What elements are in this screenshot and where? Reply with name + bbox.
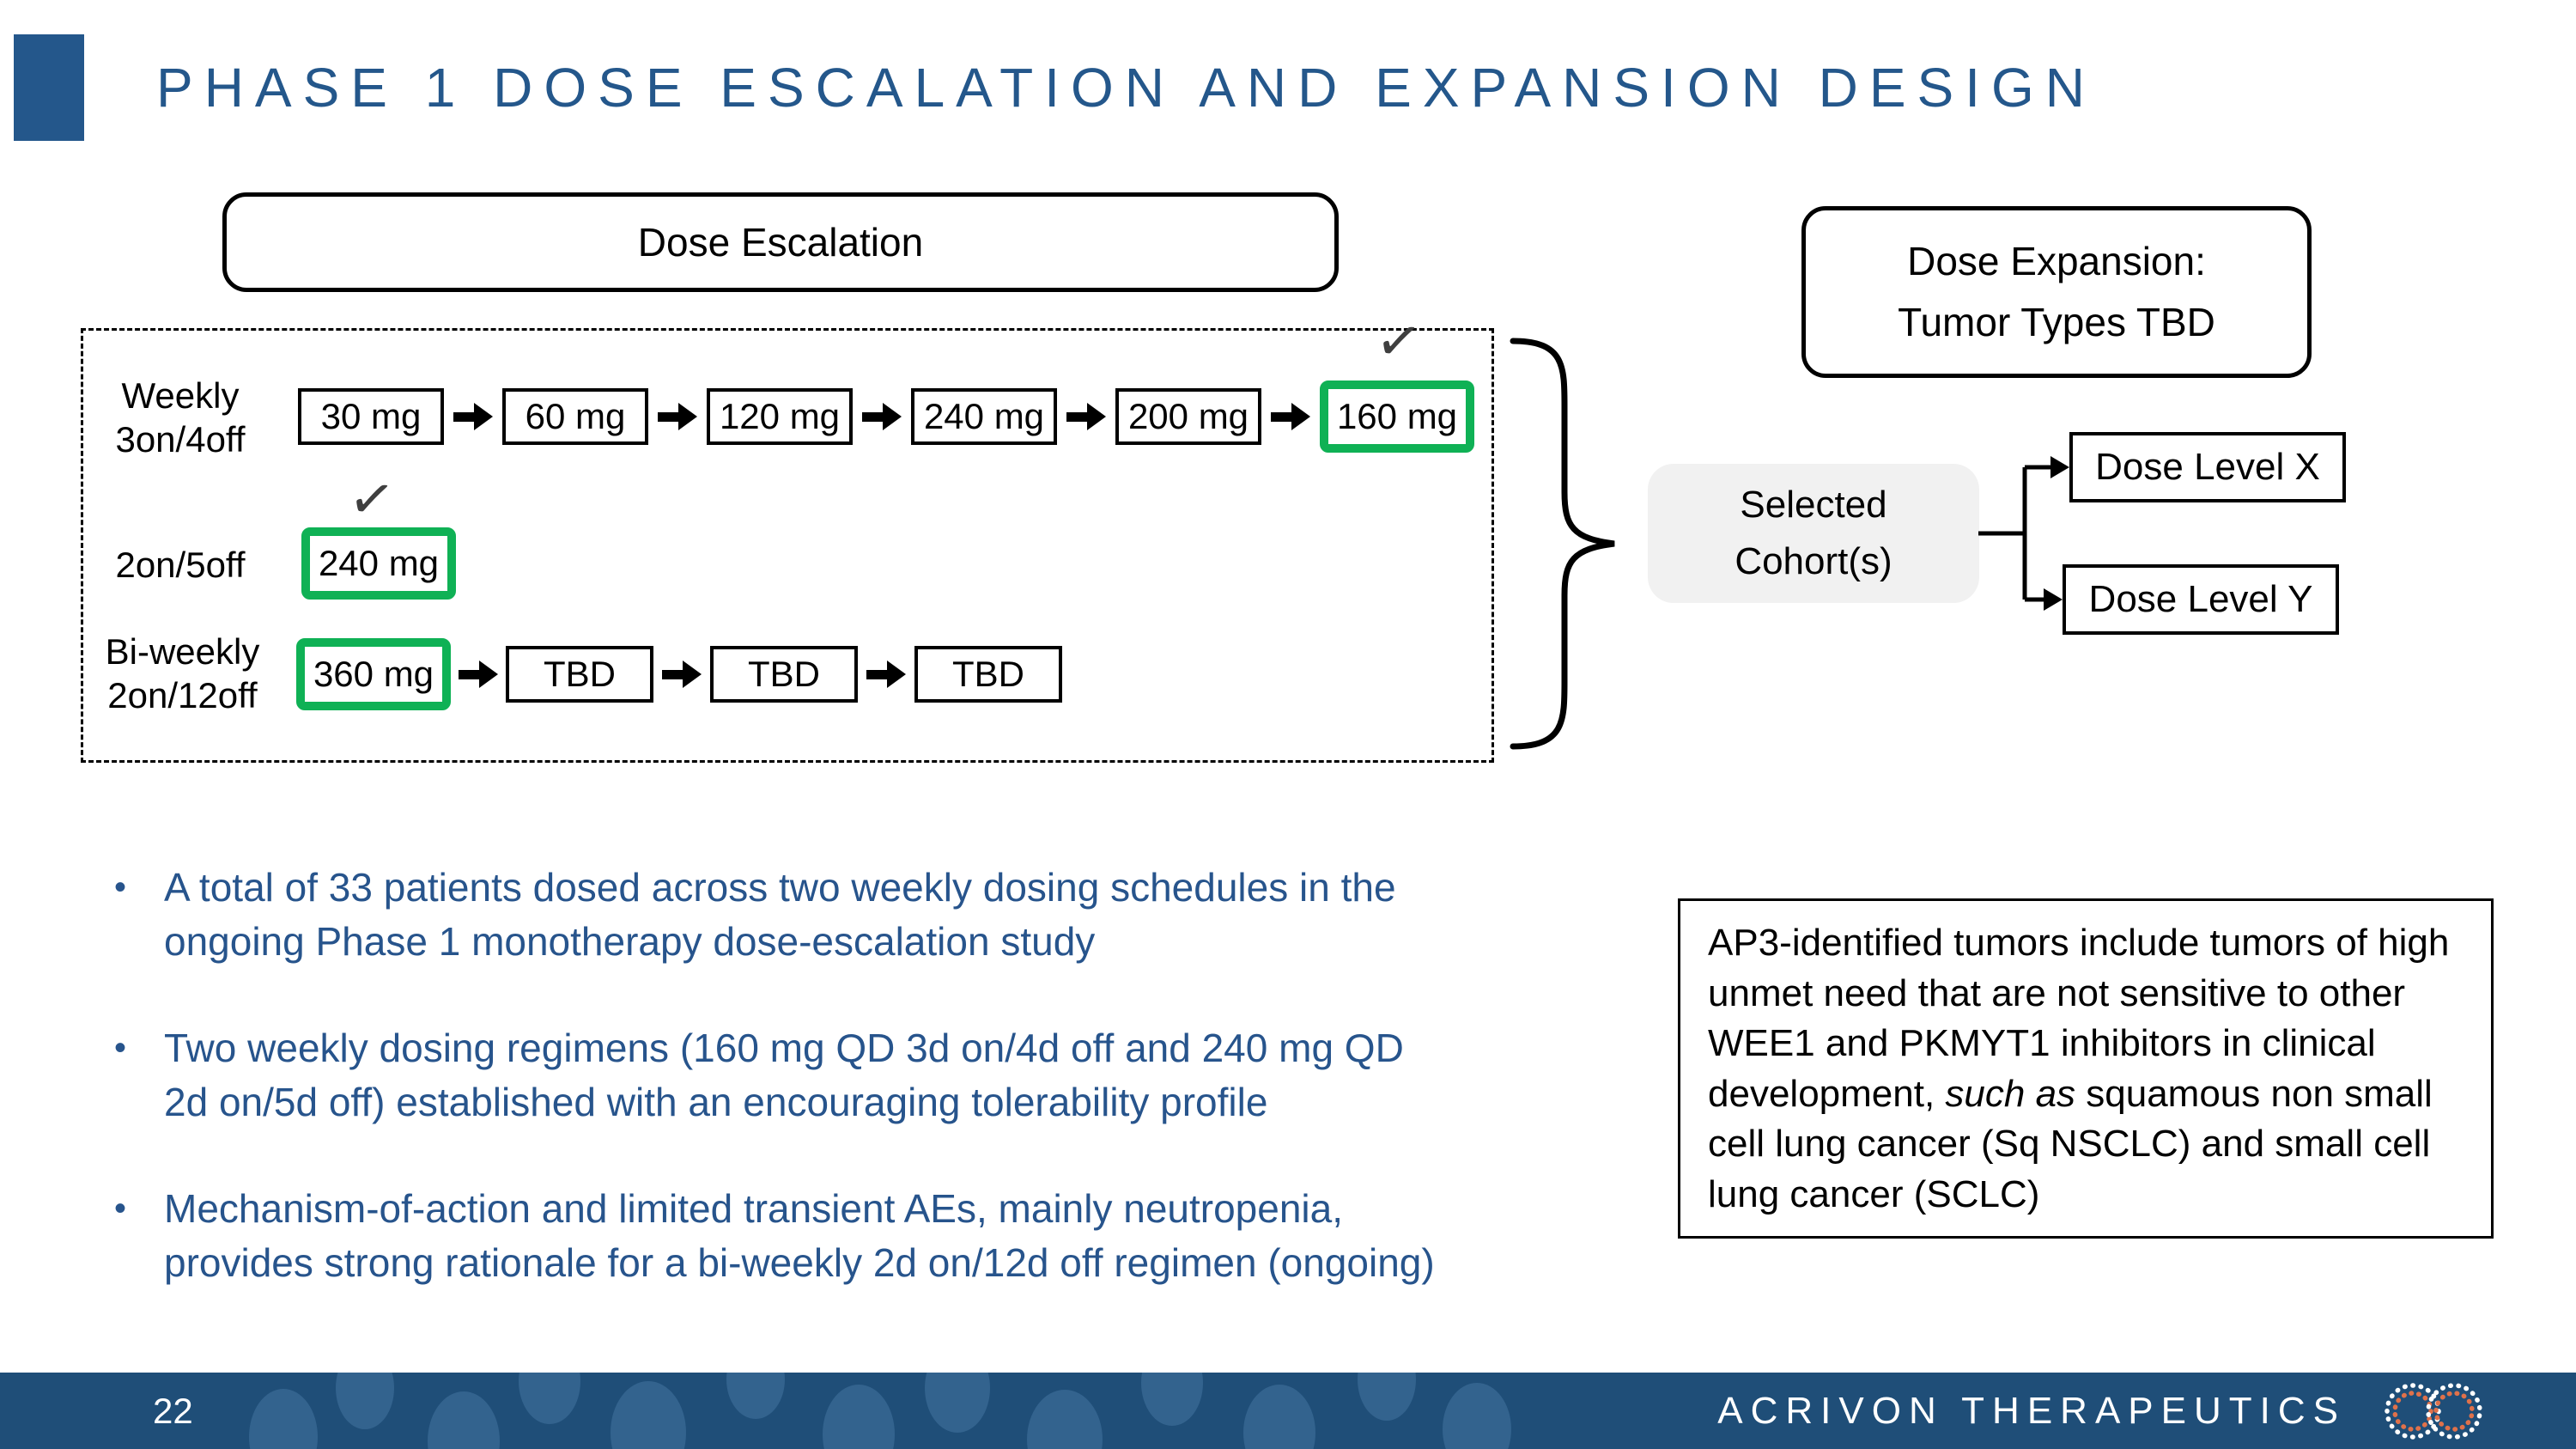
arrow-right-icon	[451, 661, 506, 688]
dose-box-360mg-selected: 360 mg	[296, 638, 451, 710]
escalation-row-2on5off: 240 mg	[301, 527, 456, 600]
row-label-2on5off: 2on/5off	[115, 545, 246, 585]
dose-box-60mg: 60 mg	[502, 388, 648, 445]
page-title: PHASE 1 DOSE ESCALATION AND EXPANSION DE…	[156, 57, 2096, 119]
dose-box-120mg: 120 mg	[707, 388, 853, 445]
acrivon-logo-icon	[2385, 1382, 2482, 1440]
ap3-note-box: AP3-identified tumors include tumors of …	[1678, 898, 2494, 1239]
dose-level-y-box: Dose Level Y	[2063, 564, 2339, 635]
page-number: 22	[153, 1390, 193, 1431]
escalation-row-biweekly: 360 mg TBD TBD TBD	[296, 638, 1062, 710]
arrow-right-icon	[444, 403, 502, 430]
footer-decor-ovals	[249, 1373, 1511, 1449]
dose-box-240mg-selected: 240 mg	[301, 527, 456, 600]
brace-icon	[1510, 338, 1615, 750]
title-accent-square	[14, 34, 84, 141]
bullet-marker-icon: •	[114, 1029, 127, 1068]
dose-escalation-header: Dose Escalation	[222, 192, 1339, 292]
arrow-right-icon	[853, 403, 911, 430]
ap3-text: AP3-identified tumors include tumors of …	[1708, 922, 2450, 1115]
dose-level-x-box: Dose Level X	[2069, 432, 2346, 502]
arrow-right-icon	[858, 661, 914, 688]
check-icon: ✓	[344, 465, 399, 535]
bullet-text: Mechanism-of-action and limited transien…	[164, 1186, 1435, 1285]
bullet-item: • Mechanism-of-action and limited transi…	[114, 1182, 1522, 1289]
dose-box-30mg: 30 mg	[298, 388, 444, 445]
arrow-right-icon	[653, 661, 710, 688]
brand-lockup: ACRIVON THERAPEUTICS	[1717, 1373, 2497, 1449]
bullet-list: • A total of 33 patients dosed across tw…	[114, 861, 1522, 1342]
bullet-marker-icon: •	[114, 868, 127, 906]
ap3-text-italic: such as	[1945, 1072, 2076, 1115]
dose-box-240mg: 240 mg	[911, 388, 1057, 445]
connector-arrows-icon	[1978, 456, 2069, 611]
brand-name: ACRIVON THERAPEUTICS	[1717, 1389, 2346, 1432]
dose-box-tbd-3: TBD	[914, 646, 1062, 703]
footer-bar: 22 ACRIVON THERAPEUTICS	[0, 1373, 2576, 1449]
arrow-right-icon	[1261, 403, 1320, 430]
bullet-marker-icon: •	[114, 1190, 127, 1228]
dose-box-tbd-1: TBD	[506, 646, 653, 703]
bullet-item: • Two weekly dosing regimens (160 mg QD …	[114, 1021, 1522, 1129]
selected-cohorts-box: Selected Cohort(s)	[1648, 464, 1979, 603]
dose-expansion-header: Dose Expansion: Tumor Types TBD	[1801, 206, 2312, 378]
dose-box-200mg: 200 mg	[1115, 388, 1261, 445]
dose-box-tbd-2: TBD	[710, 646, 858, 703]
escalation-row-weekly: 30 mg 60 mg 120 mg 240 mg 200 mg 160 mg	[298, 380, 1474, 454]
arrow-right-icon	[1057, 403, 1115, 430]
row-label-biweekly: Bi-weekly 2on/12off	[105, 631, 260, 716]
dose-box-160mg-selected: 160 mg	[1320, 381, 1474, 453]
bullet-text: Two weekly dosing regimens (160 mg QD 3d…	[164, 1026, 1404, 1124]
arrow-right-icon	[648, 403, 707, 430]
check-icon: ✓	[1371, 307, 1426, 377]
ap3-text: squamous non small cell lung cancer (Sq …	[1708, 1072, 2433, 1215]
bullet-text: A total of 33 patients dosed across two …	[164, 865, 1396, 964]
bullet-item: • A total of 33 patients dosed across tw…	[114, 861, 1522, 968]
row-label-weekly: Weekly 3on/4off	[115, 375, 246, 460]
escalation-dashed-container	[81, 328, 1494, 763]
